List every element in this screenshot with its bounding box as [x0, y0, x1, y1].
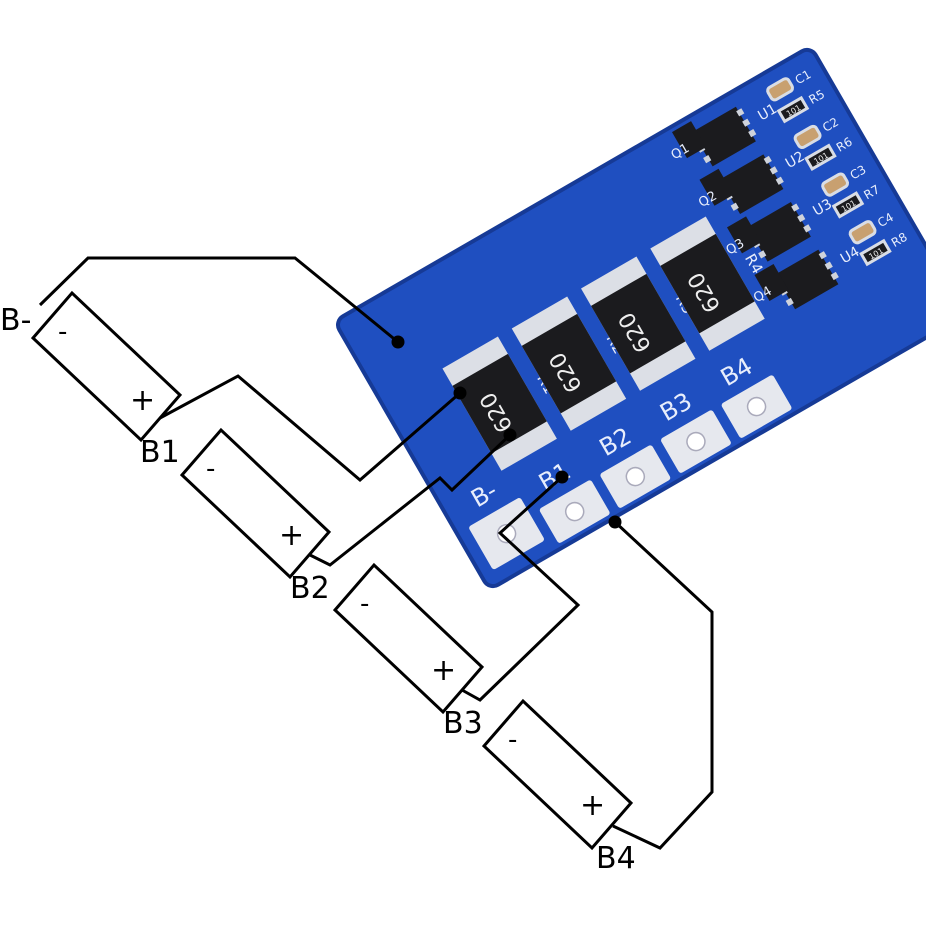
minus-sign: - — [206, 454, 215, 484]
wire-b1 — [159, 374, 461, 482]
pcb-edge — [336, 47, 926, 589]
wire-end-dot — [503, 428, 517, 442]
cap-label: C3 — [848, 162, 869, 182]
wire-end-dot — [555, 470, 569, 484]
label-bminus: B- — [0, 303, 31, 338]
label-b3: B3 — [443, 706, 483, 741]
cap-label: C1 — [793, 67, 814, 87]
plus-sign: + — [580, 788, 605, 823]
cap-c4: C4 — [848, 210, 896, 245]
label-b2: B2 — [290, 571, 330, 606]
small-resistor-r7: 101 R7 — [831, 182, 882, 219]
small-resistor-label: R5 — [806, 87, 827, 107]
small-resistor-r6: 101 R6 — [804, 135, 855, 171]
cap-c1: C1 — [766, 67, 814, 102]
wire-end-dot — [391, 335, 405, 349]
battery-cell-4: - + — [481, 698, 634, 851]
label-b4: B4 — [596, 841, 636, 876]
small-resistor-r5: 101 R5 — [776, 87, 827, 124]
ic-u3: U3 — [746, 196, 835, 262]
cap-c2: C2 — [793, 115, 841, 150]
minus-sign: - — [58, 317, 67, 347]
wire-b3 — [461, 475, 581, 702]
battery-cell-3: - + — [332, 562, 485, 715]
small-resistor-r8: 101 R8 — [859, 230, 910, 267]
resistor-r1: 620 R1 — [442, 336, 559, 471]
wire-end-dot — [453, 386, 467, 400]
wire-end-dot — [608, 515, 622, 529]
minus-sign: - — [360, 589, 369, 619]
battery-cell-2: - + — [179, 427, 332, 580]
small-resistor-label: R8 — [889, 230, 910, 250]
wire-b2 — [309, 433, 512, 567]
plus-sign: + — [130, 383, 155, 418]
resistor-r2: 620 R2 — [511, 296, 628, 431]
small-resistor-label: R6 — [834, 135, 855, 155]
small-resistor-label: R7 — [861, 182, 882, 202]
wire-b4 — [612, 520, 714, 850]
battery-cell-1: - + — [30, 290, 183, 443]
cap-label: C4 — [875, 210, 896, 230]
plus-sign: + — [431, 653, 456, 688]
cap-label: C2 — [820, 115, 841, 135]
label-b1: B1 — [140, 435, 180, 470]
pcb-board: B- B1 B2 B3 B4 — [336, 47, 926, 589]
plus-sign: + — [279, 518, 304, 553]
cap-c3: C3 — [821, 162, 869, 197]
wire-bminus — [38, 256, 399, 344]
wiring — [38, 256, 714, 850]
resistor-r4: 620 R4 — [650, 216, 767, 351]
caps-column: C1 C2 C3 C4 101 R5 101 R6 — [766, 67, 910, 267]
minus-sign: - — [508, 725, 517, 755]
